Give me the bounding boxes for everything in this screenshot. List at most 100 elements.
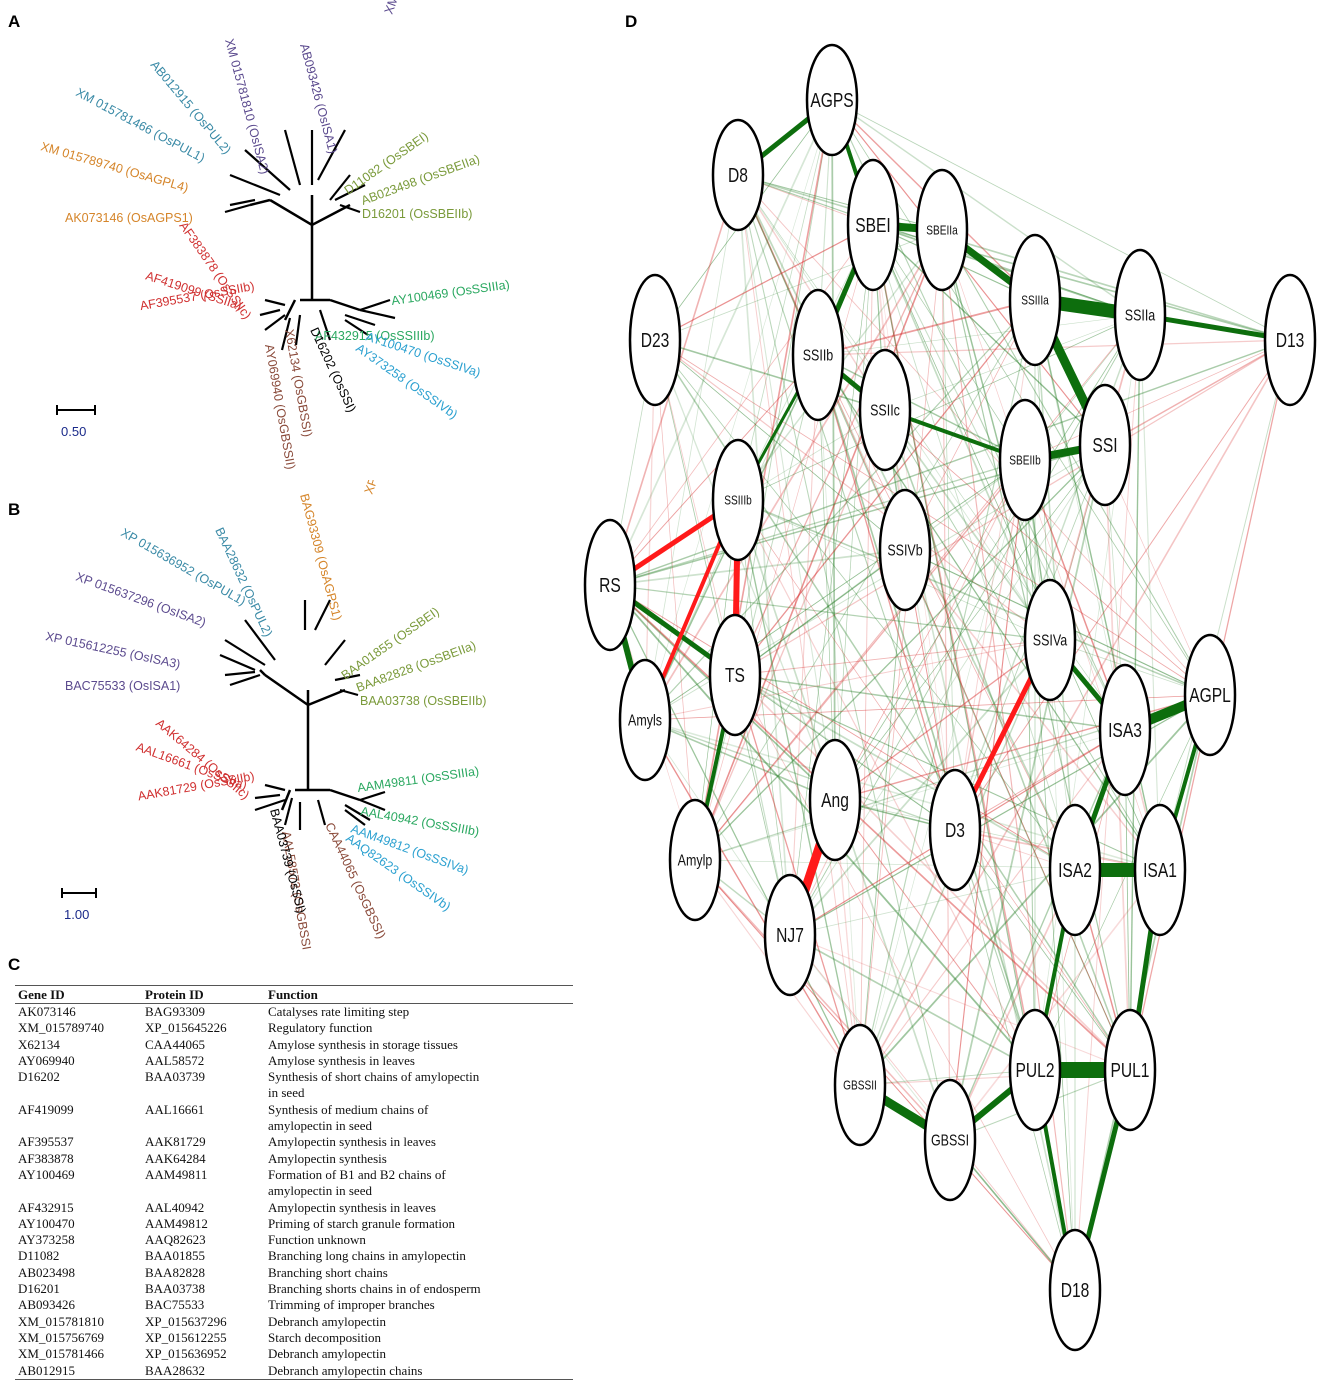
network-node: ISA2 [1048,803,1102,937]
tree-a-branch [359,308,396,320]
network-edge [859,1069,1036,1086]
tree-a-tip-label: AY100469 (OsSSIIIa) [390,278,510,308]
node-label: SSIIIb [724,493,752,507]
network-edge [789,639,1051,936]
network-node: SSIVb [878,488,932,612]
header-gene-id: Gene ID [18,987,65,1002]
network-edge [859,339,1291,1086]
tree-a-branch [344,319,369,336]
network-edge [694,409,886,861]
node-ellipse [1103,1008,1157,1132]
tree-b-tip-label: BAA03738 (OsSBEIIb) [360,694,486,708]
network-edge [609,99,833,586]
network-edge [941,229,1051,641]
node-label: SSIIIa [1021,293,1049,307]
cell-function: Catalyses rate limiting step [268,1004,410,1019]
network-edge [694,859,951,1141]
panel-letter-d: D [625,12,638,31]
node-label: D13 [1276,329,1305,351]
network-edge [694,354,819,861]
node-ellipse [808,738,862,862]
cell-protein-id: BAA82828 [145,1264,205,1280]
network-edge [1139,314,1161,871]
network-edge [734,674,1131,1071]
node-label: SSIIb [803,347,834,365]
network-edge [904,549,1161,871]
tree-a-tip-label: AF383878 (OsSSIIc) [176,219,254,322]
cell-gene-id: AF395537 [18,1134,74,1150]
network-edge [949,444,1106,1141]
cell-gene-id: AB023498 [18,1264,76,1280]
network-node: PUL2 [1008,1008,1062,1132]
cell-function: Debranch amylopectin chains [268,1362,423,1378]
network-edge [609,549,906,586]
node-ellipse [618,658,672,782]
network-edge [609,584,1076,871]
node-ellipse [846,158,900,292]
network-edge [734,299,1036,676]
network-node: SBEIIb [998,398,1052,522]
cell-protein-id: AAK64284 [145,1150,206,1166]
node-ellipse [763,873,817,997]
network-edge [737,174,1036,1071]
tree-a-tip-label: AK073146 (OsAGPS1) [65,211,193,225]
cell-gene-id: XM_015781810 [18,1313,104,1329]
network-node: GBSSII [833,1023,887,1147]
network-edge [817,354,1026,461]
network-edge [859,459,1026,1086]
network-node: D8 [711,118,765,232]
tree-a-branch [244,149,291,191]
tree-a-branches [224,129,396,351]
cell-function: Branching short chains [268,1264,388,1280]
tree-a-tip-label: AF432915 (OsSSIIIb) [315,329,435,343]
cell-gene-id: AF383878 [18,1150,74,1166]
cell-function: Amylopectin synthesis [268,1150,387,1166]
cell-protein-id: BAA03738 [145,1281,205,1297]
network-edge [834,639,1051,801]
node-ellipse [668,798,722,922]
cell-function: Synthesis of short chains of amylopectin… [268,1069,480,1101]
network-edge [694,459,1026,861]
network-edge [941,229,951,1141]
network-edge [884,409,956,831]
network-edge [644,719,956,831]
network-edge [954,459,1026,831]
tree-a-branch [283,129,302,186]
cell-function: Starch decomposition [268,1329,382,1345]
network-edge [817,354,1036,1071]
cell-function: Debranch amylopectin [268,1346,387,1362]
cell-function: Amylose synthesis in leaves [268,1052,415,1068]
cell-gene-id: D16202 [18,1069,60,1085]
network-edge [737,174,951,1141]
node-ellipse [628,273,682,407]
scale-bar-a: 0.50 [56,405,96,439]
network-edge [872,224,1141,316]
tree-b-tip-label: XP 015637296 (OsISA2) [74,570,208,630]
node-label: RS [599,574,621,596]
node-ellipse [1113,248,1167,382]
network-edge [834,314,1141,801]
cell-gene-id: AF419099 [18,1101,74,1117]
network-edge [817,299,1036,356]
tree-a-branch [224,203,251,214]
network-edge [609,584,1131,1071]
cell-gene-id: AB093426 [18,1297,76,1313]
node-label: D8 [728,164,748,186]
node-label: SSI [1092,434,1117,456]
tree-a-branch [229,173,281,197]
cell-function: Trimming of improper branches [268,1297,435,1313]
table-header: Gene ID Protein ID Function [15,985,573,1004]
network-node: Amylp [668,798,722,922]
node-label: ISA3 [1108,719,1142,741]
network-edge [789,934,1131,1071]
network-edge [789,354,819,936]
cell-function: Branching long chains in amylopectin [268,1248,466,1264]
network-edge [1104,339,1291,446]
cell-gene-id: AY373258 [18,1232,75,1248]
